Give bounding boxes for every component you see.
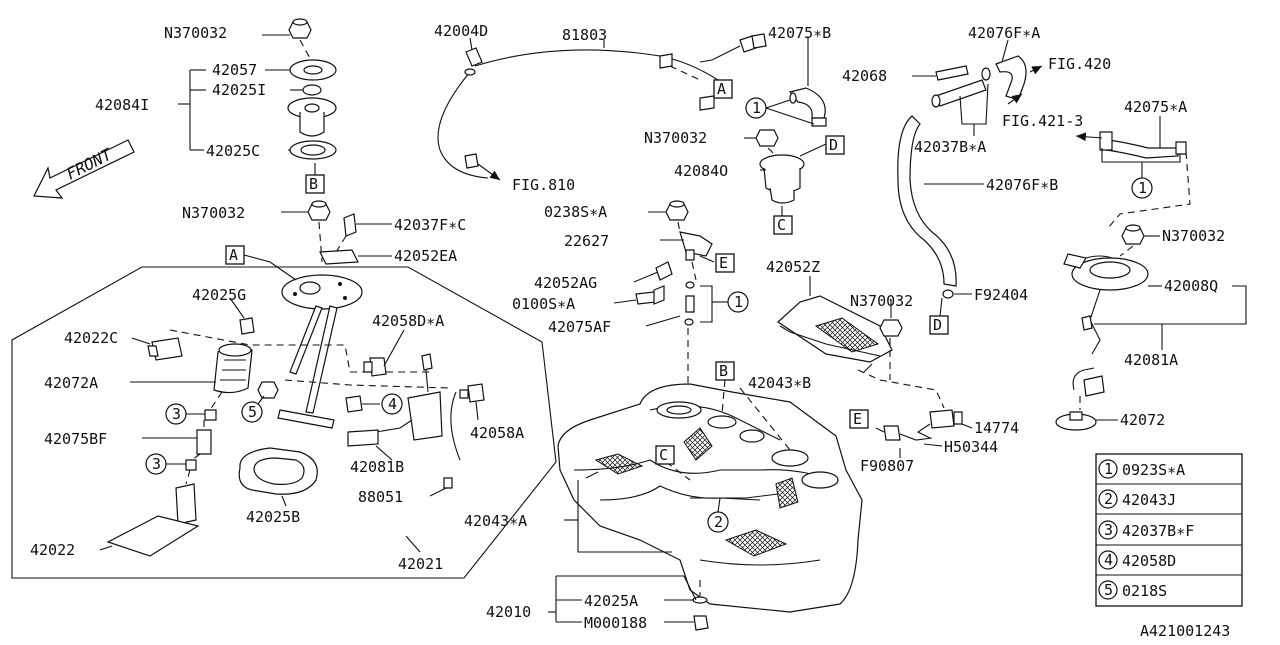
circle-ref-3-a: 3 — [172, 405, 181, 423]
pump-module-group — [11, 200, 557, 579]
letter-box-e-right: E — [853, 410, 862, 428]
callout-42057: 42057 — [212, 61, 257, 79]
callout-42052ag: 42052AG — [534, 274, 597, 292]
callout-42072: 42072 — [1120, 411, 1165, 429]
callout-42022c: 42022C — [64, 329, 118, 347]
callout-42037ba: 42037B∗A — [914, 138, 986, 156]
callout-22627: 22627 — [564, 232, 609, 250]
callout-42076fb: 42076F∗B — [986, 176, 1058, 194]
callout-42075a: 42075∗A — [1124, 98, 1187, 116]
callout-42025i: 42025I — [212, 81, 266, 99]
legend-part-3: 42037B∗F — [1122, 522, 1194, 540]
letter-box-d-right: D — [933, 316, 942, 334]
legend-table: 1 0923S∗A 2 42043J 3 42037B∗F 4 42058D 5… — [1095, 453, 1243, 607]
callout-42004d: 42004D — [434, 22, 488, 40]
callout-n370032-z: N370032 — [850, 292, 913, 310]
letter-box-a-top: A — [717, 80, 726, 98]
callout-42022: 42022 — [30, 541, 75, 559]
callout-42052z: 42052Z — [766, 258, 820, 276]
circle-ref-5: 5 — [248, 403, 257, 421]
legend-ref-4: 4 — [1104, 551, 1113, 569]
callout-42075af: 42075AF — [548, 318, 611, 336]
letter-box-c-top: C — [777, 216, 786, 234]
letter-box-b-left: B — [309, 175, 318, 193]
letter-box-e-mid: E — [719, 254, 728, 272]
vent-line-group — [437, 33, 827, 216]
callout-42081b: 42081B — [350, 458, 404, 476]
callout-42076fa: 42076F∗A — [968, 24, 1040, 42]
front-label: FRONT — [63, 144, 116, 183]
callout-fig810: FIG.810 — [512, 176, 575, 194]
legend-ref-2: 2 — [1104, 490, 1113, 508]
circle-ref-1-mid: 1 — [734, 293, 743, 311]
callout-42084o: 42084Ο — [674, 162, 728, 180]
circle-ref-1-top: 1 — [752, 99, 761, 117]
callout-42043a: 42043∗A — [464, 512, 527, 530]
callout-fig420: FIG.420 — [1048, 55, 1111, 73]
callout-42052ea: 42052EA — [394, 247, 457, 265]
legend-ref-1: 1 — [1104, 460, 1113, 478]
valve-fittings-group — [613, 200, 728, 392]
callout-n370032-top: N370032 — [164, 24, 227, 42]
legend-part-5: 0218S — [1122, 582, 1167, 600]
upper-cover-stack — [178, 18, 337, 175]
callout-42010: 42010 — [486, 603, 531, 621]
callout-42068: 42068 — [842, 67, 887, 85]
callout-42025c: 42025C — [206, 142, 260, 160]
callout-42075bf: 42075BF — [44, 430, 107, 448]
callout-n370032-r: N370032 — [1162, 227, 1225, 245]
circle-ref-2: 2 — [714, 513, 723, 531]
shield-group — [777, 276, 973, 458]
callout-42025a: 42025A — [584, 592, 638, 610]
callout-42021: 42021 — [398, 555, 443, 573]
callout-42008q: 42008Q — [1164, 277, 1218, 295]
legend-part-2: 42043J — [1122, 491, 1176, 509]
legend-ref-5: 5 — [1104, 581, 1113, 599]
circle-ref-4: 4 — [388, 395, 397, 413]
callout-14774: 14774 — [974, 419, 1019, 437]
letter-boxes: B A A D C E B C D E — [225, 79, 949, 465]
callout-42075b: 42075∗B — [768, 24, 831, 42]
filler-hose-group — [897, 39, 1247, 431]
callout-42084i: 42084I — [95, 96, 149, 114]
letter-box-c-tank: C — [659, 446, 668, 464]
callout-42081a: 42081A — [1124, 351, 1178, 369]
legend-part-1: 0923S∗A — [1122, 461, 1185, 479]
front-arrow: FRONT — [33, 139, 135, 199]
callout-0238sa: 0238S∗A — [544, 203, 607, 221]
callout-m000188: M000188 — [584, 614, 647, 632]
callout-f92404: F92404 — [974, 286, 1028, 304]
legend-ref-3: 3 — [1104, 521, 1113, 539]
letter-box-d-top: D — [829, 136, 838, 154]
callout-42025b: 42025B — [246, 508, 300, 526]
callout-f90807: F90807 — [860, 457, 914, 475]
callout-n370032-mid: N370032 — [182, 204, 245, 222]
fuel-tank — [548, 379, 863, 631]
callout-0100sa: 0100S∗A — [512, 295, 575, 313]
callout-n370032-c: N370032 — [644, 129, 707, 147]
legend-part-4: 42058D — [1122, 552, 1176, 570]
letter-box-b-tank: B — [719, 362, 728, 380]
callout-42043b: 42043∗B — [748, 374, 811, 392]
callout-42058a: 42058A — [470, 424, 524, 442]
circle-ref-3-b: 3 — [152, 455, 161, 473]
callout-42037fc: 42037F∗C — [394, 216, 466, 234]
callout-42058da: 42058D∗A — [372, 312, 444, 330]
letter-box-a-left: A — [229, 246, 238, 264]
callout-88051: 88051 — [358, 488, 403, 506]
circle-ref-1-right: 1 — [1138, 179, 1147, 197]
callout-h50344: H50344 — [944, 438, 998, 456]
circle-references: 1 1 1 3 3 5 4 2 — [145, 97, 1153, 533]
diagram-id: A421001243 — [1140, 622, 1230, 640]
callout-42025g: 42025G — [192, 286, 246, 304]
callout-labels: N370032 42057 42025I 42084I 42025C N3700… — [30, 22, 1225, 632]
callout-42072a: 42072A — [44, 374, 98, 392]
callout-81803: 81803 — [562, 26, 607, 44]
callout-fig4213: FIG.421-3 — [1002, 112, 1083, 130]
